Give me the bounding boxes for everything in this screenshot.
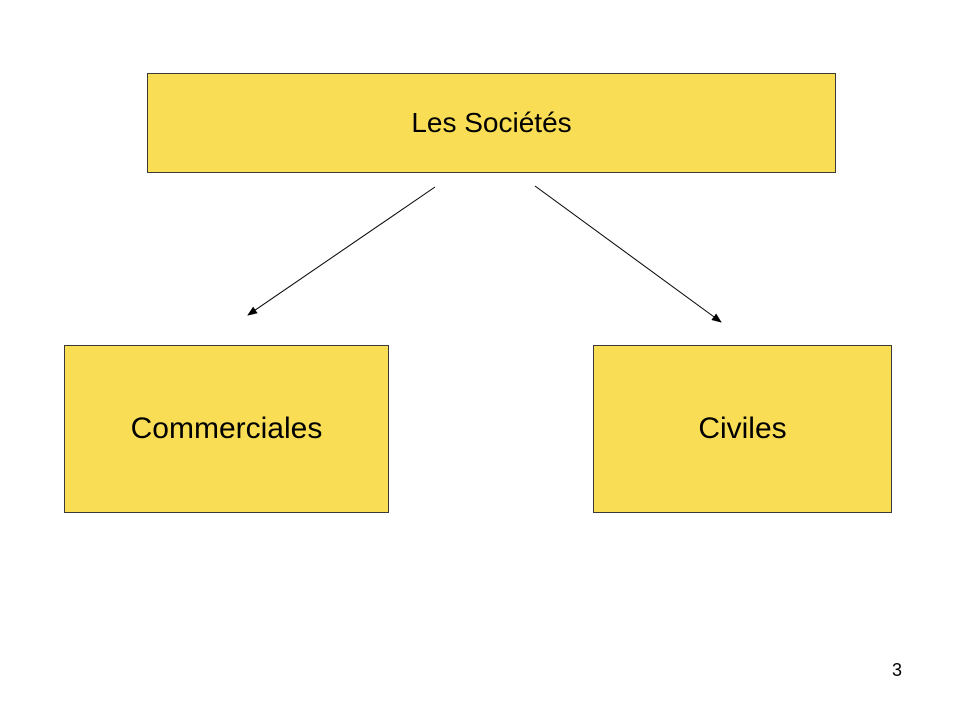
child-node-civiles: Civiles: [593, 345, 892, 513]
page-number: 3: [891, 660, 902, 680]
child-node-commerciales: Commerciales: [64, 345, 389, 513]
child-node-label: Commerciales: [130, 412, 323, 445]
root-node-label: Les Sociétés: [411, 107, 572, 138]
root-node-societes: Les Sociétés: [147, 73, 836, 173]
edge-to-civiles: [534, 185, 722, 323]
child-node-label: Civiles: [698, 412, 787, 445]
edge-to-commerciales: [247, 186, 436, 316]
